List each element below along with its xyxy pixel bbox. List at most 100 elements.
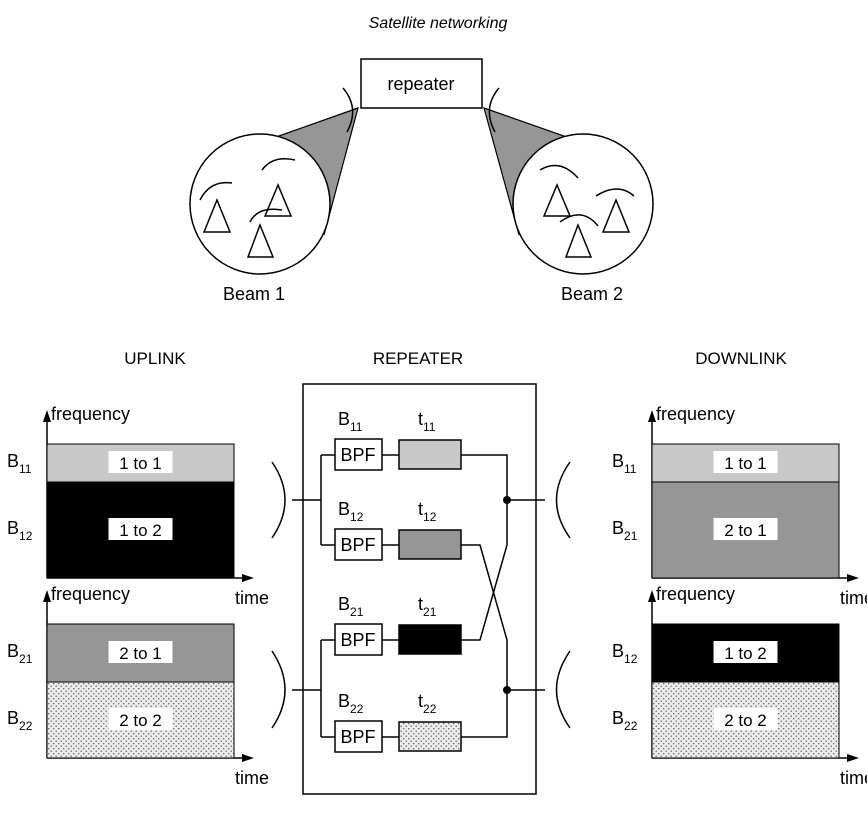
bpf-text: BPF (340, 630, 375, 650)
band-text-background (108, 641, 173, 663)
bpf-text: BPF (340, 445, 375, 465)
band-12-label: B12 (612, 641, 638, 666)
band-11-text: 1 to 1 (724, 454, 767, 473)
dish-arc-icon (559, 214, 599, 227)
band-21-text: 2 to 1 (119, 644, 162, 663)
terminal-icon (601, 198, 631, 233)
t21-crossover-line (461, 500, 508, 641)
repeater-wiring (292, 454, 545, 738)
bpf-box (334, 438, 383, 471)
timer-12-label: t12 (418, 499, 437, 524)
filter-11-label: B11 (338, 409, 363, 434)
uplink-top-chart: frequency time 1 to 1 B11 1 to 2 B12 (7, 404, 269, 608)
band-text-background (713, 641, 778, 663)
time-axis-label: time (840, 768, 867, 788)
terminal-icon (202, 198, 232, 233)
band-text-background (713, 708, 778, 730)
band-text-background (713, 451, 778, 473)
time-axis-label: time (235, 588, 269, 608)
band-11-label: B11 (7, 451, 32, 476)
beam-1-antenna-arc (342, 87, 354, 133)
timer-11-label: t11 (418, 409, 436, 434)
frequency-axis-label: frequency (656, 404, 735, 424)
time-axis-arrow-icon (847, 754, 859, 762)
band-21-label: B21 (612, 518, 638, 543)
repeater-output-antenna-1-icon (555, 461, 571, 539)
combiner-junction-2 (503, 686, 511, 694)
terminal-icon (542, 183, 572, 217)
repeater-section-title: REPEATER (373, 349, 463, 368)
beam-2-coverage-circle (512, 133, 654, 275)
frequency-axis-label: frequency (656, 584, 735, 604)
repeater-box-label: repeater (387, 74, 454, 94)
t22-to-output-2-line (461, 690, 508, 738)
frequency-axis-arrow-icon (43, 590, 51, 602)
uplink-section-title: UPLINK (124, 349, 186, 368)
beam-1-ground-terminals (199, 158, 296, 258)
band-22-label: B22 (7, 708, 33, 733)
diagram-title: Satellite networking (369, 15, 508, 32)
frequency-axis-arrow-icon (648, 410, 656, 422)
frequency-axis-arrow-icon (648, 590, 656, 602)
timer-21-label: t21 (418, 594, 437, 619)
terminal-icon (263, 183, 293, 217)
timeslot-22-box (398, 721, 462, 752)
band-12-text: 1 to 2 (119, 521, 162, 540)
bpf-text: BPF (340, 535, 375, 555)
frequency-axis-label: frequency (51, 404, 130, 424)
time-axis-arrow-icon (242, 574, 254, 582)
beam-2: Beam 2 (483, 87, 654, 304)
band-22-label: B22 (612, 708, 638, 733)
timeslot-21-box (398, 624, 462, 655)
repeater-input-antenna-2-icon (271, 650, 286, 729)
band-22-text: 2 to 2 (724, 711, 767, 730)
filter-22-label: B22 (338, 691, 364, 716)
band-11-text: 1 to 1 (119, 454, 162, 473)
beam-2-label: Beam 2 (561, 284, 623, 304)
timeslot-12-box (398, 529, 462, 560)
repeater-input-antenna-1-icon (271, 461, 286, 539)
dish-arc-icon (261, 158, 296, 171)
time-axis-arrow-icon (242, 754, 254, 762)
timer-22-label: t22 (418, 691, 437, 716)
beam-2-ground-terminals (539, 164, 635, 258)
band-12-text: 1 to 2 (724, 644, 767, 663)
repeater-output-antenna-2-icon (555, 650, 571, 729)
downlink-bottom-chart: frequency time 1 to 2 B12 2 to 2 B22 (612, 584, 867, 788)
band-text-background (108, 708, 173, 730)
band-12-label: B12 (7, 518, 33, 543)
frequency-axis-label: frequency (51, 584, 130, 604)
terminal-icon (564, 222, 593, 258)
dish-arc-icon (249, 208, 283, 223)
t11-to-output-1-line (461, 454, 508, 500)
dish-arc-icon (539, 164, 579, 179)
dish-arc-icon (595, 188, 635, 197)
time-axis-label: time (235, 768, 269, 788)
filter-21-label: B21 (338, 594, 364, 619)
band-text-background (713, 518, 778, 540)
band-text-background (108, 518, 173, 540)
bpf-text: BPF (340, 727, 375, 747)
beam-1-label: Beam 1 (223, 284, 285, 304)
repeater-frame (302, 383, 537, 795)
beam-2-antenna-arc (488, 87, 500, 133)
satellite-scene: repeater Beam 1 (189, 58, 654, 304)
band-21-label: B21 (7, 641, 33, 666)
timeslot-11-box (398, 439, 462, 470)
combiner-junction-1 (503, 496, 511, 504)
time-axis-arrow-icon (847, 574, 859, 582)
dish-arc-icon (199, 181, 233, 201)
time-axis-label: time (840, 588, 867, 608)
filter-12-label: B12 (338, 499, 364, 524)
frequency-axis-arrow-icon (43, 410, 51, 422)
terminal-icon (246, 222, 275, 258)
repeater-box (360, 58, 483, 109)
